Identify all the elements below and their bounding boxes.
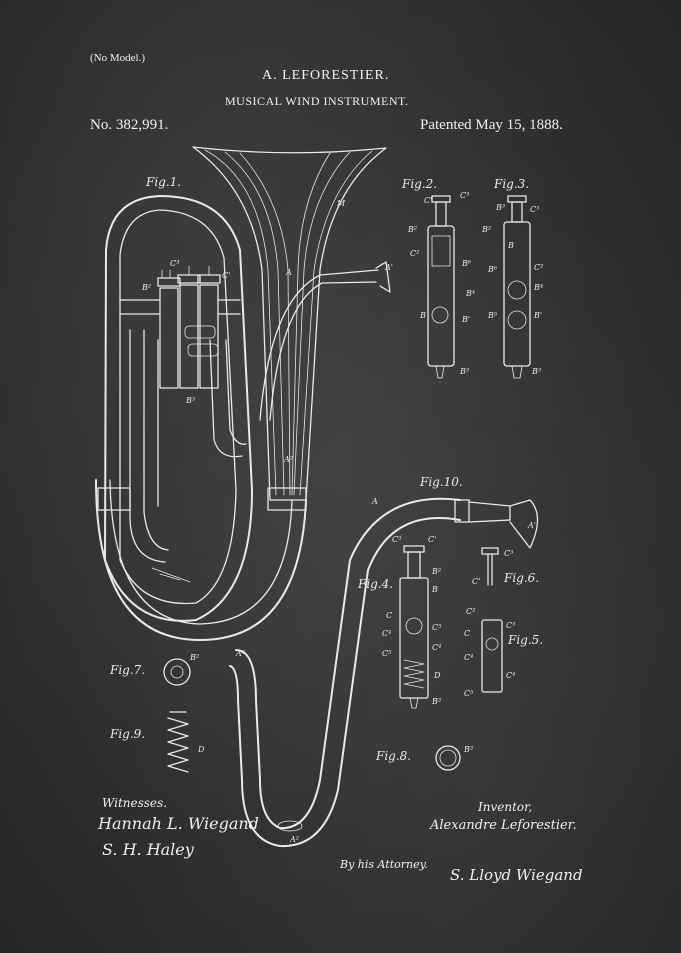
inventor-heading: A. LEFORESTIER. (262, 68, 390, 83)
fig3-b3-bottom: B³ (531, 367, 541, 376)
fig6-c3: C³ (504, 549, 513, 558)
fig2-b: B (419, 311, 426, 320)
fig7-washer: Fig.7. B² (109, 653, 199, 686)
fig3-c3: C³ (530, 205, 539, 214)
fig9-label: Fig.9. (109, 727, 145, 741)
fig5-c4-right: C⁴ (506, 671, 515, 680)
fig10-a-prime: A' (527, 521, 536, 530)
fig5-valve-section: C² C⁵ C C⁴ C⁴ C⁵ Fig.5. (464, 607, 543, 698)
fig3-label: Fig.3. (493, 177, 529, 191)
fig9-spring: Fig.9. D (109, 711, 205, 773)
fig8-ring: Fig.8. B³ (375, 745, 473, 771)
patent-number: No. 382,991. (90, 117, 169, 133)
fig5-c5-bottom: C⁵ (464, 689, 474, 698)
fig5-c5: C⁵ (506, 621, 516, 630)
fig2-label: Fig.2. (401, 177, 437, 191)
fig3-b6: B⁶ (487, 265, 498, 274)
fig2-b4: B⁴ (465, 289, 475, 298)
label-c3: C³ (170, 259, 179, 268)
label-b2: B² (141, 283, 151, 292)
euphonium-drawing: M A A' C³ C' B² B³ A² Fig.1. (95, 146, 393, 641)
fig5-label: Fig.5. (507, 633, 543, 647)
label-c-prime: C' (222, 271, 230, 280)
fig2-b-prime: B' (461, 315, 470, 324)
fig4-label: Fig.4. (357, 577, 393, 591)
fig4-c4-right: C⁴ (432, 643, 441, 652)
fig3-b2: B² (481, 225, 491, 234)
fig8-b3: B³ (463, 745, 473, 754)
fig4-b2: B² (431, 567, 441, 576)
fig4-c5-left: C⁵ (382, 649, 392, 658)
fig2-b3: B³ (459, 367, 469, 376)
fig4-b3: B³ (431, 697, 441, 706)
inventor-signature: Alexandre Leforestier. (430, 818, 577, 833)
fig3-b: B (507, 241, 514, 250)
fig8-label: Fig.8. (375, 749, 411, 763)
fig5-c4: C⁴ (464, 653, 473, 662)
fig2-c3: C³ (460, 191, 469, 200)
inventor-label: Inventor, (478, 800, 533, 814)
fig3-b3: B³ (495, 203, 505, 212)
fig4-c: C (386, 611, 392, 620)
patent-date: Patented May 15, 1888. (420, 117, 563, 133)
fig10-a3: A³ (235, 649, 245, 658)
fig2-c-prime: C' (424, 196, 432, 205)
fig4-b: B (431, 585, 438, 594)
fig2-valve: Fig.2. C' C³ B² C² B⁶ B⁴ B B' B³ (401, 177, 475, 379)
fig4-d: D (433, 671, 441, 680)
fig9-d: D (197, 745, 205, 754)
fig4-c4: C⁴ (382, 629, 391, 638)
fig6-c-prime: C' (472, 577, 480, 586)
fig6-stem: C³ C' Fig.6. (472, 547, 539, 586)
attorney-label: By his Attorney. (340, 858, 428, 871)
fig1-label: Fig.1. (145, 175, 181, 189)
patent-title: MUSICAL WIND INSTRUMENT. (225, 94, 409, 108)
fig3-valve: Fig.3. B³ C³ B² B B⁶ C² B⁴ B⁵ B' B³ (481, 177, 543, 379)
label-a2: A² (283, 455, 293, 464)
no-model-note: (No Model.) (90, 52, 145, 64)
fig10-label: Fig.10. (419, 475, 463, 489)
fig5-c2: C² (466, 607, 475, 616)
fig3-b-prime: B' (533, 311, 542, 320)
fig10-a2: A² (289, 835, 299, 844)
fig6-label: Fig.6. (503, 571, 539, 585)
witness-signature-1: Hannah L. Wiegand (98, 814, 259, 833)
label-a: A (285, 268, 292, 277)
attorney-signature: S. Lloyd Wiegand (450, 866, 583, 884)
fig10-a: A (371, 497, 378, 506)
fig4-c3: C³ (392, 535, 401, 544)
fig3-b5: B⁵ (487, 311, 498, 320)
fig4-valve-section: Fig.4. C³ C' B² B C C⁵ C⁴ C⁵ C⁴ D B³ (357, 535, 442, 709)
fig5-c: C (464, 629, 470, 638)
label-m: M (336, 199, 346, 208)
fig7-label: Fig.7. (109, 663, 145, 677)
witness-signature-2: S. H. Haley (102, 840, 194, 859)
fig3-c2: C² (534, 263, 543, 272)
fig2-b2: B² (407, 225, 417, 234)
fig2-c2: C² (410, 249, 419, 258)
label-b3: B³ (185, 396, 195, 405)
label-a-prime: A' (384, 263, 393, 272)
fig4-c5: C⁵ (432, 623, 442, 632)
fig7-b2: B² (189, 653, 199, 662)
witnesses-label: Witnesses. (102, 796, 168, 810)
fig3-b4: B⁴ (533, 283, 543, 292)
fig4-c-prime: C' (428, 535, 436, 544)
fig2-b6: B⁶ (461, 259, 472, 268)
fig10-pipe: Fig.10. A A' A³ A² (229, 475, 539, 848)
